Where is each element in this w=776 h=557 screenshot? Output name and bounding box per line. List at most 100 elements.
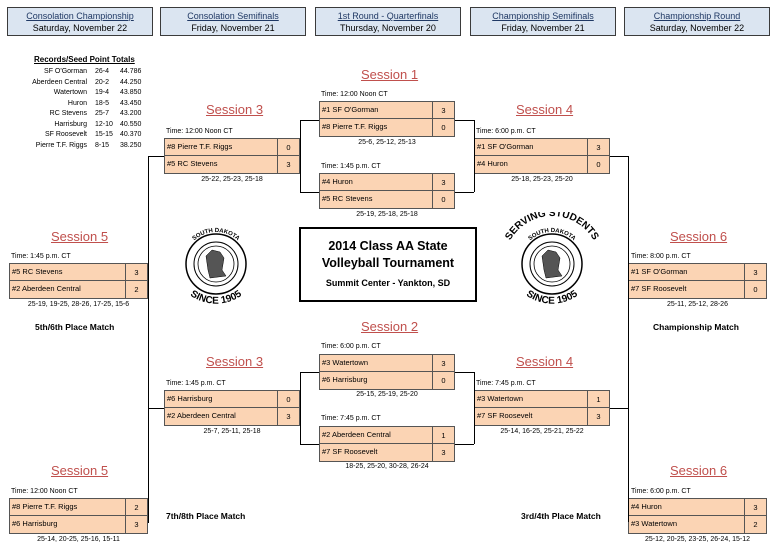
header-title: 1st Round - Quarterfinals (337, 11, 439, 21)
bracket-line (300, 372, 301, 444)
team-name: #8 Pierre T.F. Riggs (12, 502, 78, 511)
match-box-p78: #8 Pierre T.F. Riggs 2 #6 Harrisburg 3 (9, 498, 148, 534)
team-name: #7 SF Roosevelt (322, 447, 378, 456)
match-scores: 25-18, 25-23, 25-20 (511, 176, 573, 183)
bracket-line (148, 156, 164, 157)
team-score: 3 (432, 355, 454, 372)
bracket-line (610, 156, 628, 157)
team-score: 3 (277, 408, 299, 425)
bracket-line (455, 444, 474, 445)
team-name: #5 RC Stevens (12, 267, 63, 276)
bracket-line (610, 408, 628, 409)
header-date: Friday, November 21 (501, 23, 585, 33)
session-2-label: Session 2 (361, 319, 419, 334)
header-title: Championship Round (653, 11, 741, 21)
team-score: 3 (125, 516, 147, 533)
tournament-title-box: 2014 Class AA State Volleyball Tournamen… (299, 227, 477, 302)
match-time: Time: 7:45 p.m. CT (321, 415, 381, 422)
session-4-label: Session 4 (516, 102, 574, 117)
match-time: Time: 12:00 Noon CT (166, 128, 233, 135)
match-time: Time: 1:45 p.m. CT (166, 380, 226, 387)
bracket-line (455, 192, 474, 193)
bracket-line (148, 156, 149, 522)
header-date: Saturday, November 22 (32, 23, 128, 33)
match-time: Time: 1:45 p.m. CT (321, 163, 381, 170)
session-6-label: Session 6 (670, 463, 728, 478)
team-name: #1 SF O'Gorman (631, 267, 688, 276)
team-name: #8 Pierre T.F. Riggs (322, 122, 388, 131)
team-name: #7 SF Roosevelt (631, 284, 687, 293)
match-time: Time: 6:00 p.m. CT (321, 343, 381, 350)
team-name: #3 Watertown (631, 519, 677, 528)
team-name: #2 Aberdeen Central (322, 430, 391, 439)
team-score: 3 (744, 264, 766, 281)
team-score: 0 (277, 139, 299, 156)
match-time: Time: 8:00 p.m. CT (631, 253, 691, 260)
tournament-title: 2014 Class AA State (328, 239, 448, 253)
team-score: 0 (432, 372, 454, 389)
bracket-line (300, 120, 319, 121)
header-title: Consolation Championship (26, 11, 134, 21)
match-scores: 25-14, 20-25, 25-16, 15-11 (37, 536, 120, 543)
session-6-label: Session 6 (670, 229, 728, 244)
bracket-line (474, 120, 475, 192)
header-date: Saturday, November 22 (649, 23, 745, 33)
match-time: Time: 1:45 p.m. CT (11, 253, 71, 260)
match-scores: 25-11, 25-12, 28-26 (667, 301, 728, 308)
team-score: 3 (587, 139, 609, 156)
team-score: 0 (587, 156, 609, 173)
team-name: #1 SF O'Gorman (322, 105, 379, 114)
session-1-label: Session 1 (361, 67, 419, 82)
team-name: #3 Watertown (322, 358, 368, 367)
tournament-venue: Summit Center - Yankton, SD (325, 278, 451, 288)
header-date: Thursday, November 20 (340, 23, 436, 33)
match-scores: 25-19, 25-18, 25-18 (356, 211, 418, 218)
team-name: #8 Pierre T.F. Riggs (167, 142, 233, 151)
match-scores: 25-12, 20-25, 23-25, 26-24, 15-12 (644, 536, 751, 543)
header-championship-round: Championship Round Saturday, November 22 (624, 7, 770, 36)
team-name: #6 Harrisburg (12, 519, 58, 528)
bracket-line (300, 444, 319, 445)
session-4-label: Session 4 (516, 354, 574, 369)
team-name: #4 Huron (477, 159, 508, 168)
bracket-line (148, 408, 164, 409)
team-score: 2 (125, 499, 147, 516)
match-box-sf1: #1 SF O'Gorman 3 #4 Huron 0 (474, 138, 610, 174)
team-name: #5 RC Stevens (167, 159, 218, 168)
match-scores: 18-25, 25-20, 30-28, 26-24 (345, 463, 429, 470)
header-consolation-championship: Consolation Championship Saturday, Novem… (7, 7, 153, 36)
team-score: 2 (744, 516, 766, 533)
match-scores: 25-6, 25-12, 25-13 (358, 139, 416, 146)
team-score: 1 (432, 427, 454, 444)
team-score: 0 (432, 191, 454, 208)
header-date: Friday, November 21 (191, 23, 275, 33)
bracket-line (628, 156, 629, 522)
bracket-line (300, 192, 319, 193)
team-name: #1 SF O'Gorman (477, 142, 534, 151)
team-name: #2 Aberdeen Central (167, 411, 236, 420)
bracket-line (300, 372, 319, 373)
header-championship-semifinals: Championship Semifinals Friday, November… (470, 7, 616, 36)
sdhsaa-logo-right: SERVING STUDENTS SOUTH DAKOTA SINCE 1905 (503, 212, 600, 307)
team-score: 2 (125, 281, 147, 298)
place-label-3rd-4th: 3rd/4th Place Match (521, 511, 601, 521)
bracket-line (455, 120, 474, 121)
header-title: Championship Semifinals (492, 11, 594, 21)
match-scores: 25-19, 19-25, 28-26, 17-25, 15-6 (27, 301, 130, 308)
team-name: #6 Harrisburg (322, 375, 368, 384)
bracket-line (148, 522, 149, 523)
header-quarterfinals: 1st Round - Quarterfinals Thursday, Nove… (315, 7, 461, 36)
match-time: Time: 12:00 Noon CT (321, 91, 388, 98)
match-time: Time: 6:00 p.m. CT (476, 128, 536, 135)
team-name: #5 RC Stevens (322, 194, 373, 203)
place-label-championship: Championship Match (653, 322, 739, 332)
tournament-subtitle: Volleyball Tournament (321, 256, 455, 270)
team-score: 3 (432, 102, 454, 119)
